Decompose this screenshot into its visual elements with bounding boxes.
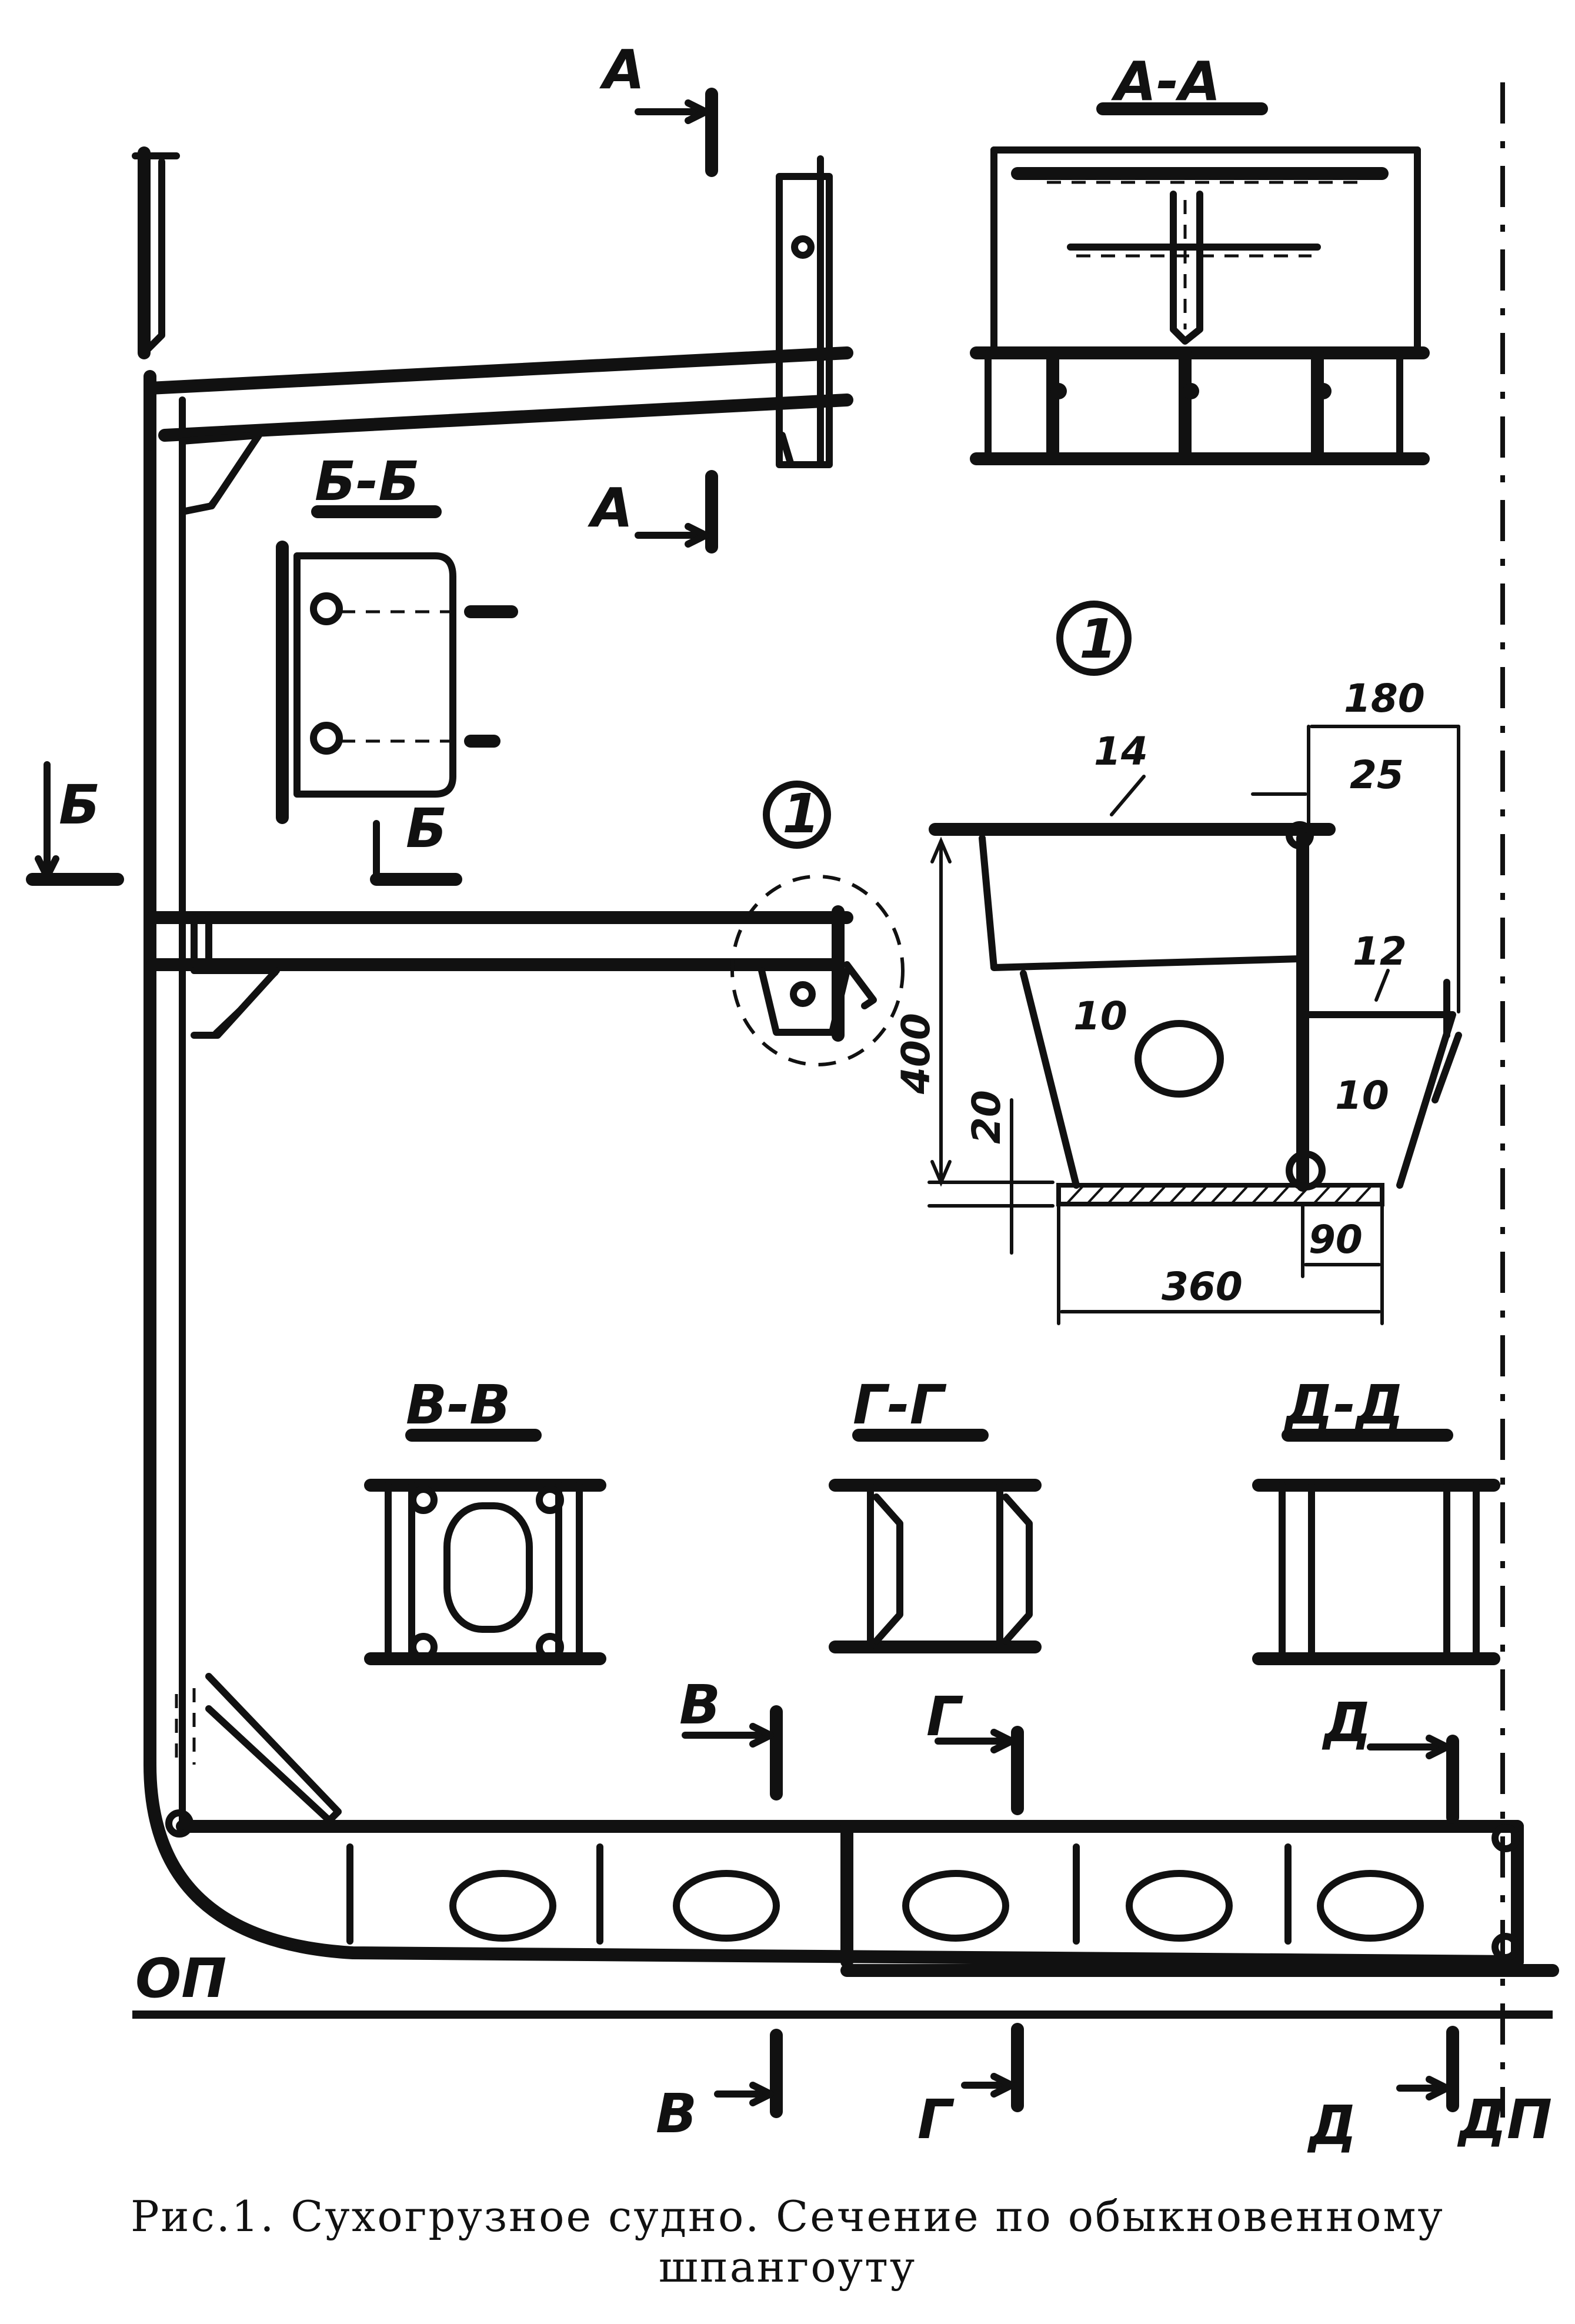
label-section-vv: В-В bbox=[406, 1373, 510, 1436]
section-vv-view bbox=[364, 1429, 606, 1665]
label-baseline: ОП bbox=[135, 1947, 226, 2010]
dim-400: 400 bbox=[893, 1013, 939, 1095]
dim-20: 20 bbox=[964, 1090, 1009, 1144]
label-marker-b-small: Б bbox=[406, 797, 447, 860]
section-aa-view bbox=[970, 102, 1430, 465]
figure-caption: Рис.1. Сухогрузное судно. Сечение по обы… bbox=[0, 2191, 1575, 2293]
section-markers bbox=[26, 88, 1459, 2118]
section-bb-view bbox=[276, 505, 518, 824]
dim-360: 360 bbox=[1162, 1264, 1243, 1309]
label-detail-ref-large: 1 bbox=[1079, 608, 1117, 671]
dim-10-left: 10 bbox=[1073, 993, 1127, 1039]
label-marker-v-top: В bbox=[679, 1673, 720, 1736]
dim-14: 14 bbox=[1094, 729, 1148, 774]
caption-line-1: Рис.1. Сухогрузное судно. Сечение по обы… bbox=[131, 2192, 1444, 2241]
label-centerline: ДП bbox=[1457, 2088, 1552, 2151]
label-marker-d-bottom: Д bbox=[1307, 2094, 1357, 2157]
label-marker-g-bottom: Г bbox=[917, 2088, 955, 2151]
caption-line-2: шпангоуту bbox=[658, 2242, 917, 2292]
label-marker-d-top: Д bbox=[1322, 1691, 1372, 1754]
section-gg-view bbox=[829, 1429, 1042, 1653]
label-section-bb: Б-Б bbox=[315, 450, 419, 513]
label-marker-v-bottom: В bbox=[656, 2082, 697, 2145]
hull-section bbox=[132, 146, 1559, 2019]
label-section-aa: А-А bbox=[1111, 50, 1221, 113]
dim-12: 12 bbox=[1353, 929, 1407, 974]
dim-25: 25 bbox=[1350, 752, 1404, 798]
dim-90: 90 bbox=[1309, 1217, 1363, 1262]
label-marker-a-top: А bbox=[599, 38, 645, 101]
label-section-dd: Д-Д bbox=[1283, 1373, 1404, 1436]
detail-circle bbox=[730, 875, 905, 1066]
label-detail-ref: 1 bbox=[782, 782, 820, 845]
detail-1-view bbox=[763, 601, 1462, 1325]
label-section-gg: Г-Г bbox=[853, 1373, 947, 1436]
label-marker-g-top: Г bbox=[926, 1685, 963, 1748]
dim-10-right: 10 bbox=[1335, 1073, 1389, 1118]
dim-180: 180 bbox=[1344, 676, 1425, 721]
label-marker-b-left: Б bbox=[59, 773, 100, 836]
section-dd-view bbox=[1252, 1429, 1500, 1665]
label-marker-a-bottom: А bbox=[588, 476, 633, 539]
